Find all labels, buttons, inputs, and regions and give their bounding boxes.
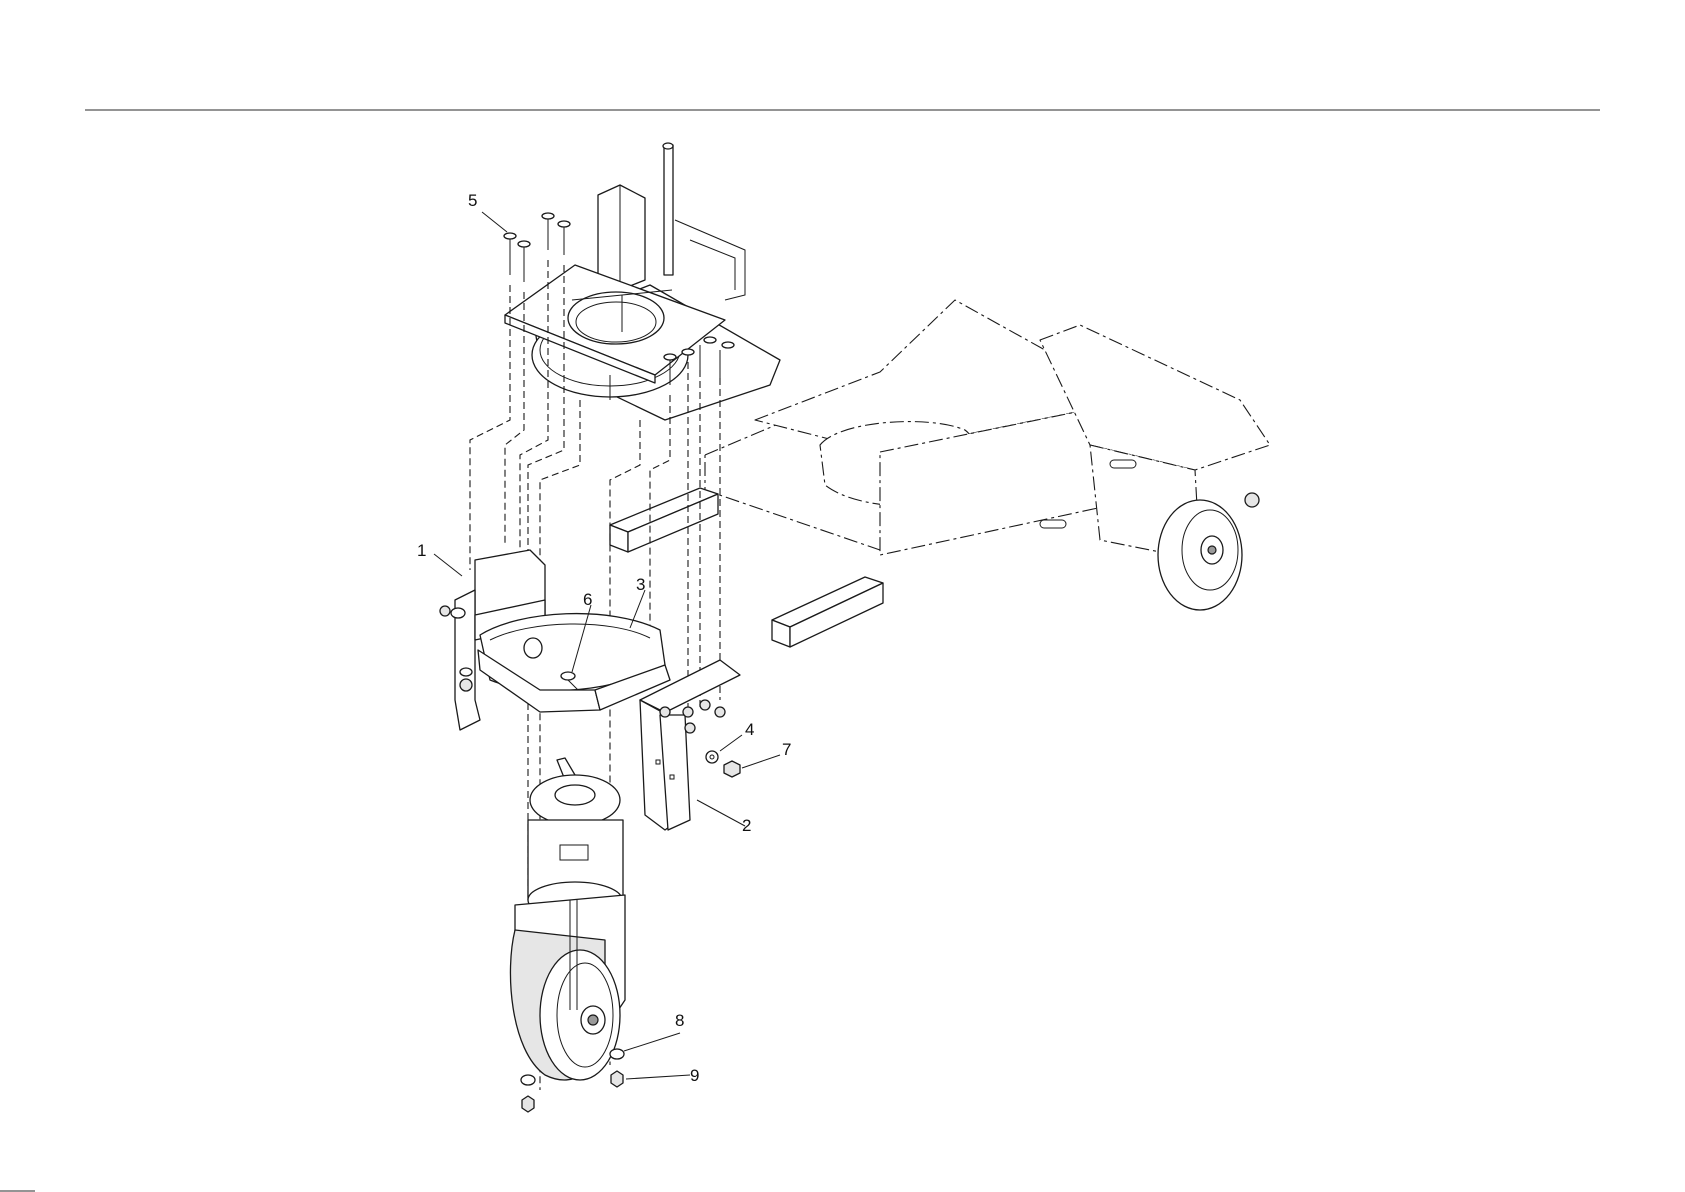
callout-9: 9 — [690, 1066, 699, 1085]
caster-motor-assembly — [510, 758, 625, 1112]
callout-5: 5 — [468, 191, 477, 210]
nut-item-7 — [724, 761, 740, 777]
guard-item-3 — [478, 614, 670, 712]
callout-8: 8 — [675, 1011, 684, 1030]
washer-item-8 — [610, 1049, 624, 1059]
washer-item-4 — [706, 751, 718, 763]
callout-1: 1 — [417, 541, 426, 560]
callout-3: 3 — [636, 575, 645, 594]
turntable-assembly — [504, 143, 780, 420]
callout-2: 2 — [742, 816, 751, 835]
callout-6: 6 — [583, 590, 592, 609]
callout-4: 4 — [745, 720, 754, 739]
callout-7: 7 — [782, 740, 791, 759]
screws-item-5 — [504, 213, 570, 282]
nut-item-9 — [611, 1071, 623, 1087]
